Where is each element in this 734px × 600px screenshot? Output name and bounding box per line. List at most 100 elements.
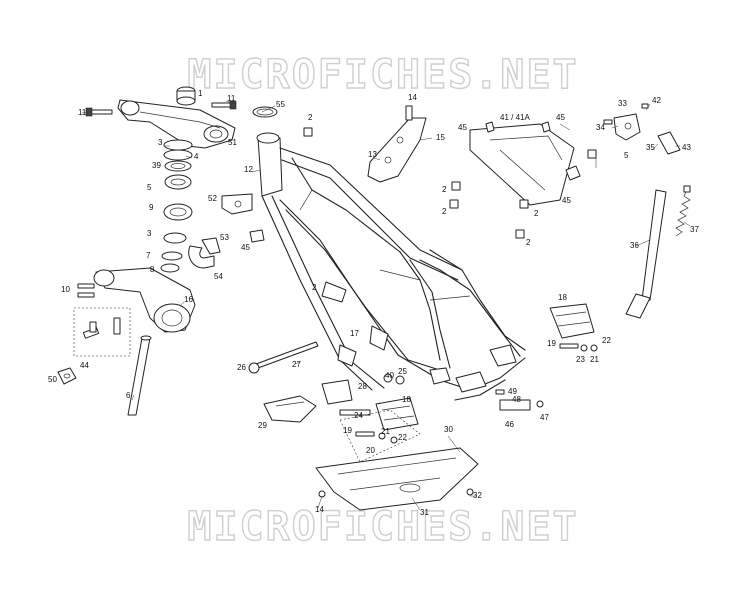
steering-nut-cap bbox=[176, 86, 196, 106]
callout-46: 46 bbox=[505, 420, 514, 429]
callout-41-41a: 41 / 41A bbox=[500, 113, 530, 122]
clips-2 bbox=[303, 127, 597, 239]
callout-26: 26 bbox=[237, 363, 246, 372]
stand-spring bbox=[675, 185, 691, 237]
callout-11-right: 11 bbox=[227, 94, 236, 103]
callout-27: 27 bbox=[292, 360, 301, 369]
callout-51: 51 bbox=[228, 138, 237, 147]
skid-plate bbox=[315, 447, 479, 511]
callout-1: 1 bbox=[198, 89, 203, 98]
clip-45-left bbox=[249, 229, 265, 243]
stand-bracket-assembly bbox=[603, 103, 681, 155]
callout-47: 47 bbox=[540, 413, 549, 422]
bolt-right-top bbox=[211, 100, 237, 110]
callout-44: 44 bbox=[80, 361, 89, 370]
callout-55: 55 bbox=[276, 100, 285, 109]
protector-pad bbox=[263, 395, 317, 423]
callout-14-top: 14 bbox=[408, 93, 417, 102]
callout-18-right: 18 bbox=[558, 293, 567, 302]
callout-7: 7 bbox=[146, 251, 151, 260]
callout-50: 50 bbox=[48, 375, 57, 384]
callout-4: 4 bbox=[194, 152, 199, 161]
callout-54: 54 bbox=[214, 272, 223, 281]
steering-bearing-stack bbox=[160, 139, 193, 273]
callout-17: 17 bbox=[350, 329, 359, 338]
callout-2-d: 2 bbox=[534, 209, 539, 218]
callout-48: 48 bbox=[512, 395, 521, 404]
callout-8: 8 bbox=[150, 265, 155, 274]
callout-40: 40 bbox=[385, 371, 394, 380]
callout-37: 37 bbox=[690, 225, 699, 234]
callout-3: 3 bbox=[147, 229, 152, 238]
callout-22-right: 22 bbox=[602, 336, 611, 345]
callout-39: 39 bbox=[152, 161, 161, 170]
rubber-washer bbox=[57, 367, 77, 385]
tube-clamp bbox=[188, 237, 221, 269]
callout-10: 10 bbox=[61, 285, 70, 294]
rear-airbox-cover bbox=[469, 121, 581, 206]
callout-13: 13 bbox=[368, 150, 377, 159]
callout-15: 15 bbox=[436, 133, 445, 142]
engine-mount-parts bbox=[321, 373, 405, 416]
callout-5: 5 bbox=[147, 183, 152, 192]
callout-33: 33 bbox=[618, 99, 627, 108]
leader-lines bbox=[81, 100, 691, 511]
callout-45-d: 45 bbox=[241, 243, 250, 252]
lower-triple-clamp bbox=[77, 267, 196, 333]
callout-53: 53 bbox=[220, 233, 229, 242]
callout-2-c: 2 bbox=[442, 207, 447, 216]
callout-3-top: 3 bbox=[158, 138, 163, 147]
callout-45-c: 45 bbox=[562, 196, 571, 205]
steering-stem bbox=[127, 335, 152, 416]
callout-21-left: 21 bbox=[381, 427, 390, 436]
callout-12: 12 bbox=[244, 165, 253, 174]
callout-35: 35 bbox=[646, 143, 655, 152]
swingarm-bolt bbox=[248, 341, 319, 374]
callout-31: 31 bbox=[420, 508, 429, 517]
head-tube-seal bbox=[252, 106, 278, 118]
callout-43: 43 bbox=[682, 143, 691, 152]
callout-32: 32 bbox=[473, 491, 482, 500]
callout-25: 25 bbox=[398, 367, 407, 376]
callout-5-right: 5 bbox=[624, 151, 629, 160]
callout-34: 34 bbox=[596, 123, 605, 132]
footrest-right bbox=[549, 303, 598, 352]
callout-22-left: 22 bbox=[398, 433, 407, 442]
callout-11-left: 11 bbox=[78, 108, 87, 117]
watermark-top: MICROFICHES.NET bbox=[187, 52, 578, 98]
callout-24: 24 bbox=[354, 411, 363, 420]
callout-52: 52 bbox=[208, 194, 217, 203]
callout-19-right: 19 bbox=[547, 339, 556, 348]
fastener-kit-box bbox=[73, 307, 131, 357]
side-stand bbox=[625, 189, 667, 319]
rear-small-parts bbox=[495, 389, 544, 411]
callout-2-b: 2 bbox=[442, 185, 447, 194]
callout-2-e: 2 bbox=[526, 238, 531, 247]
upper-triple-clamp bbox=[117, 99, 236, 149]
callout-14-bottom: 14 bbox=[315, 505, 324, 514]
callout-2: 2 bbox=[308, 113, 313, 122]
plate-bracket bbox=[367, 105, 427, 183]
callout-20: 20 bbox=[366, 446, 375, 455]
callout-49: 49 bbox=[508, 387, 517, 396]
callout-21-right: 21 bbox=[590, 355, 599, 364]
callout-16: 16 bbox=[184, 295, 193, 304]
callout-2-f: 2 bbox=[312, 283, 317, 292]
callout-labels: 1 11 11 55 2 14 41 / 41A 45 45 33 42 3 5… bbox=[48, 89, 699, 517]
main-frame bbox=[256, 132, 526, 401]
callout-23: 23 bbox=[576, 355, 585, 364]
callout-9: 9 bbox=[149, 203, 154, 212]
callout-36: 36 bbox=[630, 241, 639, 250]
callout-45-a: 45 bbox=[458, 123, 467, 132]
watermark-bottom: MICROFICHES.NET bbox=[187, 504, 578, 550]
callout-30: 30 bbox=[444, 425, 453, 434]
bolt-left-top bbox=[85, 107, 113, 117]
footrest-left bbox=[339, 397, 421, 463]
callout-29: 29 bbox=[258, 421, 267, 430]
callout-42: 42 bbox=[652, 96, 661, 105]
callout-28: 28 bbox=[358, 382, 367, 391]
callout-18-left: 18 bbox=[402, 395, 411, 404]
callout-6: 6 bbox=[126, 391, 131, 400]
cable-bracket bbox=[221, 193, 253, 215]
